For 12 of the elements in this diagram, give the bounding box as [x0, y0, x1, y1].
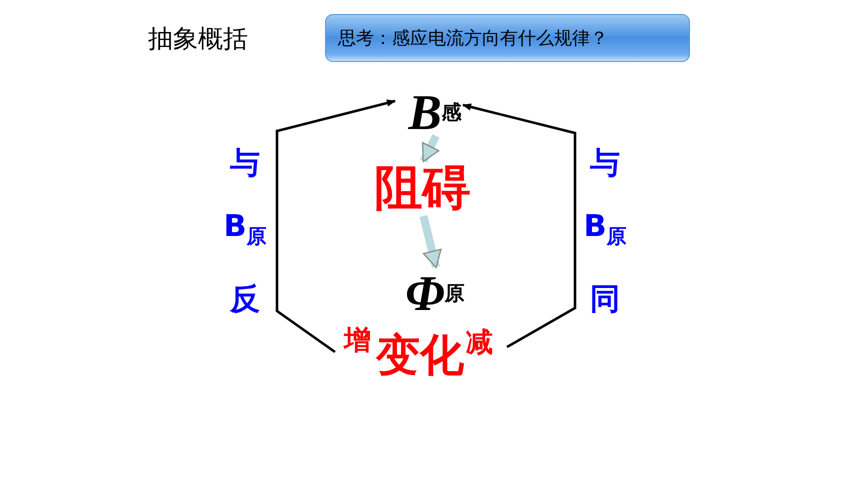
question-banner: 思考：感应电流方向有什么规律？ [325, 14, 690, 62]
label-text: 增 [344, 324, 371, 358]
heading: 抽象概括 [148, 23, 248, 55]
edge-label: 与B$_{原}$同 [582, 145, 628, 319]
key-word: 阻碍 [365, 160, 480, 216]
key-word: 变化 [375, 327, 465, 383]
arrow [462, 103, 576, 348]
block-arrow [420, 134, 440, 163]
arrow [276, 100, 396, 354]
edge-label: 与B$_{原}$反 [222, 145, 268, 319]
label-text: 减 [466, 326, 493, 360]
block-arrow [420, 215, 442, 268]
